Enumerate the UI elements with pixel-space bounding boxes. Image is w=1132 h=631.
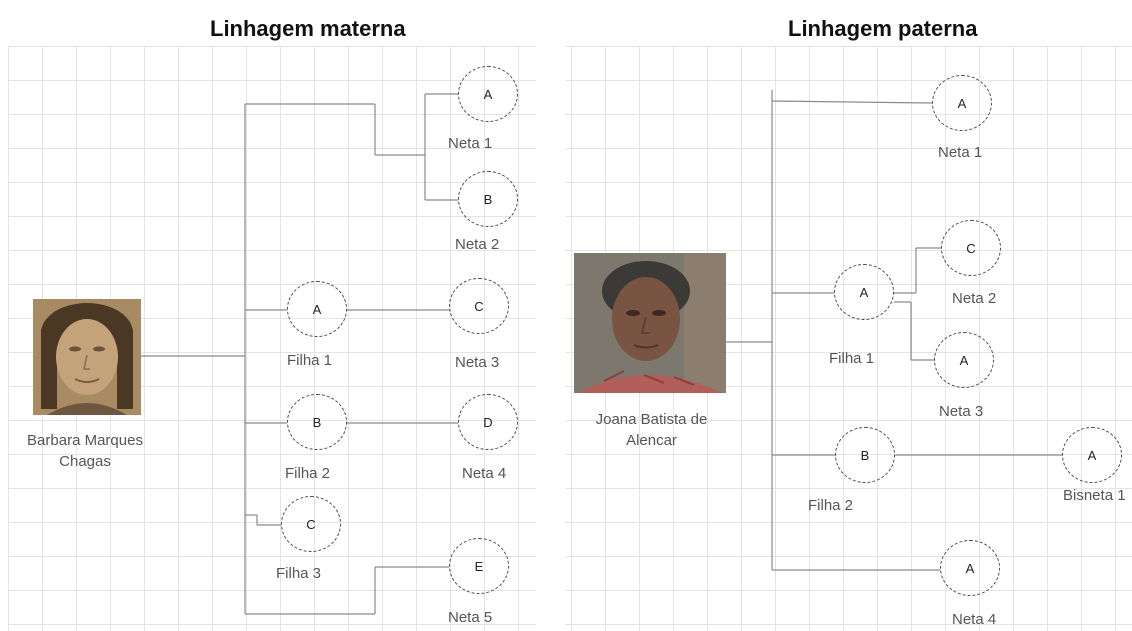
maternal-neta-4-label: Neta 4 (462, 465, 507, 482)
maternal-neta-2-label: Neta 2 (455, 236, 500, 253)
paternal-neta-3-label: Neta 3 (939, 403, 984, 420)
maternal-neta-3-label: Neta 3 (455, 354, 500, 371)
maternal-filha-1-label: Filha 1 (287, 352, 333, 369)
paternal-bisneta-1-node[interactable]: A (1062, 427, 1122, 483)
joana-portrait-photo (574, 253, 726, 393)
paternal-filha-2-node[interactable]: B (835, 427, 895, 483)
maternal-neta-3-node[interactable]: C (449, 278, 509, 334)
maternal-lineage-title: Linhagem materna (210, 16, 406, 41)
maternal-diagram-canvas (8, 46, 536, 631)
barbara-portrait-photo (33, 299, 141, 415)
paternal-lineage-title: Linhagem paterna (788, 16, 978, 41)
maternal-neta-5-node[interactable]: E (449, 538, 509, 594)
paternal-root-name: Joana Batista de Alencar (595, 411, 708, 449)
paternal-neta-3-node[interactable]: A (934, 332, 994, 388)
maternal-neta-4-node[interactable]: D (458, 394, 518, 450)
portrait-image (574, 253, 726, 393)
paternal-neta-4-node[interactable]: A (940, 540, 1000, 596)
portrait-image (33, 299, 141, 415)
paternal-neta-1-label: Neta 1 (938, 144, 983, 161)
paternal-neta-4-label: Neta 4 (952, 611, 997, 628)
maternal-filha-2-label: Filha 2 (285, 465, 331, 482)
paternal-neta-2-label: Neta 2 (952, 290, 997, 307)
maternal-filha-3-label: Filha 3 (276, 565, 322, 582)
maternal-filha-1-node[interactable]: A (287, 281, 347, 337)
maternal-root-name: Barbara Marques Chagas (27, 432, 143, 470)
maternal-filha-3-node[interactable]: C (281, 496, 341, 552)
maternal-filha-2-node[interactable]: B (287, 394, 347, 450)
maternal-neta-1-label: Neta 1 (448, 135, 493, 152)
maternal-neta-5-label: Neta 5 (448, 609, 493, 626)
paternal-filha-1-node[interactable]: A (834, 264, 894, 320)
paternal-neta-2-node[interactable]: C (941, 220, 1001, 276)
paternal-filha-1-label: Filha 1 (829, 350, 875, 367)
paternal-bisneta-1-label: Bisneta 1 (1063, 487, 1126, 504)
paternal-filha-2-label: Filha 2 (808, 497, 854, 514)
maternal-neta-2-node[interactable]: B (458, 171, 518, 227)
paternal-neta-1-node[interactable]: A (932, 75, 992, 131)
maternal-neta-1-node[interactable]: A (458, 66, 518, 122)
